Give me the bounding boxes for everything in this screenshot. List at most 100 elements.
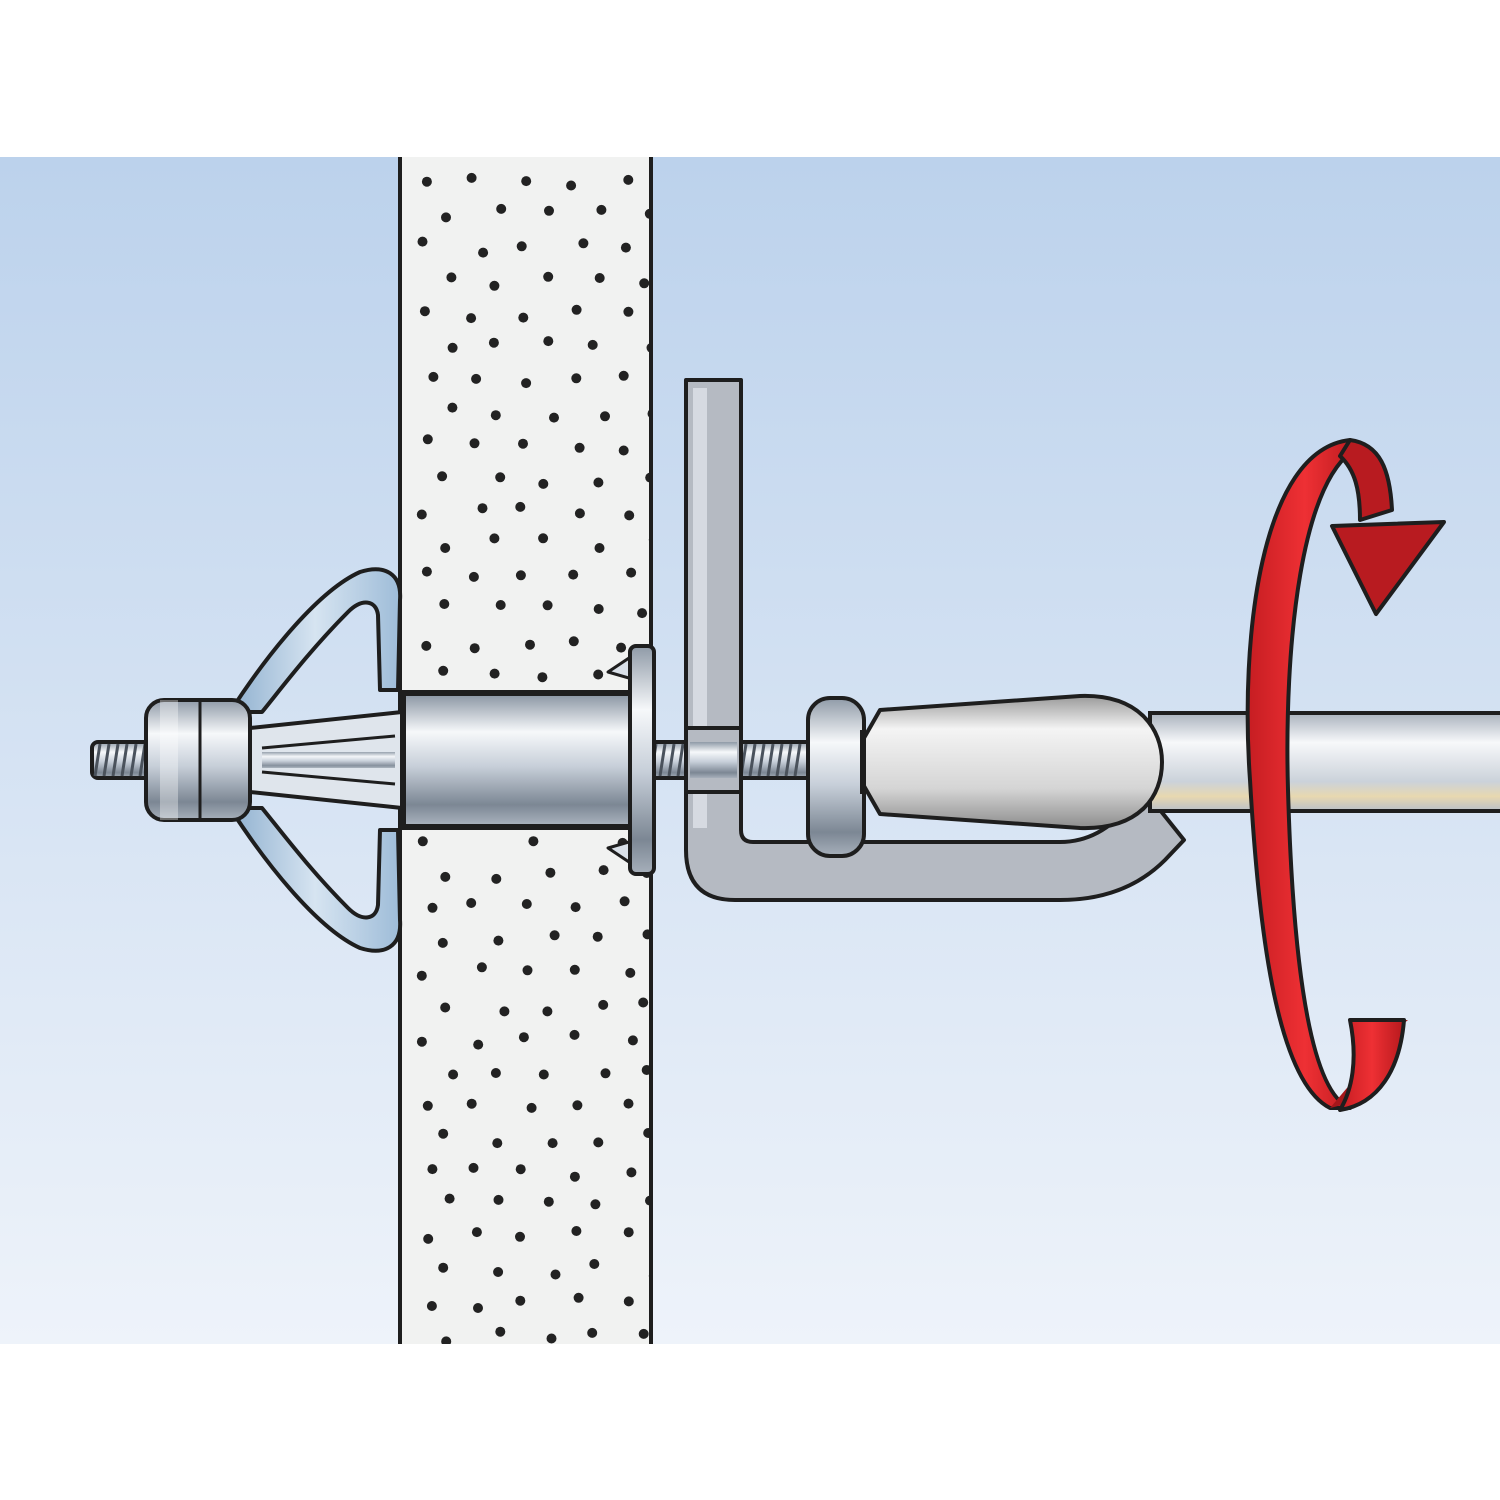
thread-line bbox=[766, 743, 775, 777]
wall-dot bbox=[543, 1196, 554, 1207]
wall-dot bbox=[447, 342, 458, 353]
wall-dot bbox=[642, 929, 651, 940]
wall-dot bbox=[440, 543, 451, 553]
wall-dot bbox=[600, 1068, 611, 1079]
wall-dot bbox=[471, 373, 482, 384]
wall-dot bbox=[495, 600, 506, 610]
wall-dot bbox=[439, 599, 450, 609]
wall-dot bbox=[441, 1336, 452, 1344]
thread-line bbox=[676, 743, 685, 777]
wall-dot bbox=[538, 533, 549, 544]
wall-dot bbox=[469, 438, 480, 449]
wall-dot bbox=[427, 902, 438, 913]
wall-dot bbox=[473, 1039, 484, 1050]
wall-dot bbox=[625, 967, 636, 978]
wall-dot bbox=[416, 1036, 427, 1047]
wall-dot bbox=[448, 1069, 459, 1080]
wall-dot bbox=[528, 836, 539, 847]
wall-dot bbox=[423, 1233, 434, 1244]
wall-dot bbox=[537, 672, 548, 683]
thread-line bbox=[129, 743, 138, 777]
wall-dot bbox=[466, 898, 477, 908]
wall-dot bbox=[569, 1029, 580, 1040]
screwdriver bbox=[860, 693, 1500, 831]
wall-dot bbox=[444, 1193, 455, 1204]
wall-dot bbox=[594, 543, 605, 553]
wall-dot bbox=[477, 503, 488, 514]
wall-dot bbox=[538, 478, 549, 489]
wall-dot bbox=[438, 665, 449, 676]
wall-dot bbox=[623, 1296, 634, 1307]
wall-dot bbox=[473, 1303, 483, 1313]
wall-dot bbox=[468, 1162, 479, 1173]
wall-dot bbox=[421, 640, 432, 651]
wall-dot bbox=[623, 174, 634, 185]
wall-dot bbox=[593, 1137, 604, 1148]
wall-dot bbox=[416, 509, 427, 520]
wall-dot bbox=[446, 272, 457, 283]
wall-dot bbox=[493, 1267, 504, 1277]
wall-dot bbox=[426, 1301, 437, 1311]
wall-dot bbox=[545, 867, 556, 878]
thread-line bbox=[102, 743, 111, 777]
wall-dot bbox=[620, 242, 631, 253]
wall-dot bbox=[572, 1100, 583, 1111]
wall-dot bbox=[489, 668, 500, 679]
anchor-nut bbox=[144, 698, 252, 822]
wall-dot bbox=[437, 471, 448, 482]
wall-dot bbox=[471, 1227, 482, 1238]
wall-dot bbox=[570, 902, 581, 913]
wall-dot bbox=[549, 930, 560, 941]
wall-texture-dots bbox=[416, 172, 651, 1344]
wall-dot bbox=[437, 937, 448, 948]
wall-dot bbox=[525, 639, 535, 650]
wall-dot bbox=[416, 970, 427, 981]
wall-dot bbox=[488, 337, 499, 348]
wall-dot bbox=[593, 477, 604, 488]
wall-dot bbox=[592, 931, 603, 942]
wall-dot bbox=[538, 1069, 549, 1080]
wall-dot bbox=[440, 1002, 451, 1013]
wall-dot bbox=[518, 1032, 529, 1043]
wall-dot bbox=[526, 1102, 537, 1113]
wall-dot bbox=[422, 1100, 433, 1111]
wall-dot bbox=[626, 567, 637, 578]
wall-dot bbox=[571, 1226, 582, 1236]
wall-dot bbox=[571, 304, 582, 315]
wall-dot bbox=[476, 962, 487, 973]
wall-dot bbox=[618, 445, 629, 456]
wall-dot bbox=[493, 935, 504, 946]
wall-dot bbox=[466, 1098, 477, 1109]
wall-dot bbox=[587, 1327, 598, 1338]
l-bracket bbox=[684, 378, 1186, 902]
wall-dot bbox=[598, 999, 609, 1010]
wall-dot bbox=[521, 378, 532, 389]
wall-dot bbox=[589, 1259, 600, 1269]
thread-line bbox=[757, 743, 766, 777]
wall-dot bbox=[515, 1231, 525, 1242]
wall-dot bbox=[438, 1128, 449, 1139]
thread-line bbox=[120, 743, 129, 777]
wall-dot bbox=[495, 1326, 506, 1337]
wall-dot bbox=[469, 643, 480, 654]
wall-dot bbox=[515, 501, 526, 512]
wall-dot bbox=[542, 600, 553, 611]
wall-dot bbox=[578, 238, 589, 249]
wall-dot bbox=[547, 1138, 558, 1149]
wall-dot bbox=[518, 312, 529, 323]
wall-dot bbox=[596, 204, 607, 215]
thread-line bbox=[748, 743, 757, 777]
wall-dot bbox=[440, 871, 451, 882]
wall-dot bbox=[489, 280, 500, 291]
l-bracket-eye bbox=[684, 726, 743, 794]
screw-head bbox=[806, 696, 866, 858]
wall-dot bbox=[639, 278, 650, 289]
wall-dot bbox=[521, 899, 532, 909]
thread-line bbox=[111, 743, 120, 777]
wall-dot bbox=[571, 373, 582, 384]
wall-dot bbox=[626, 1167, 637, 1178]
wall-dot bbox=[624, 510, 635, 521]
wall-dot bbox=[515, 570, 526, 581]
wall-dot bbox=[638, 997, 649, 1008]
